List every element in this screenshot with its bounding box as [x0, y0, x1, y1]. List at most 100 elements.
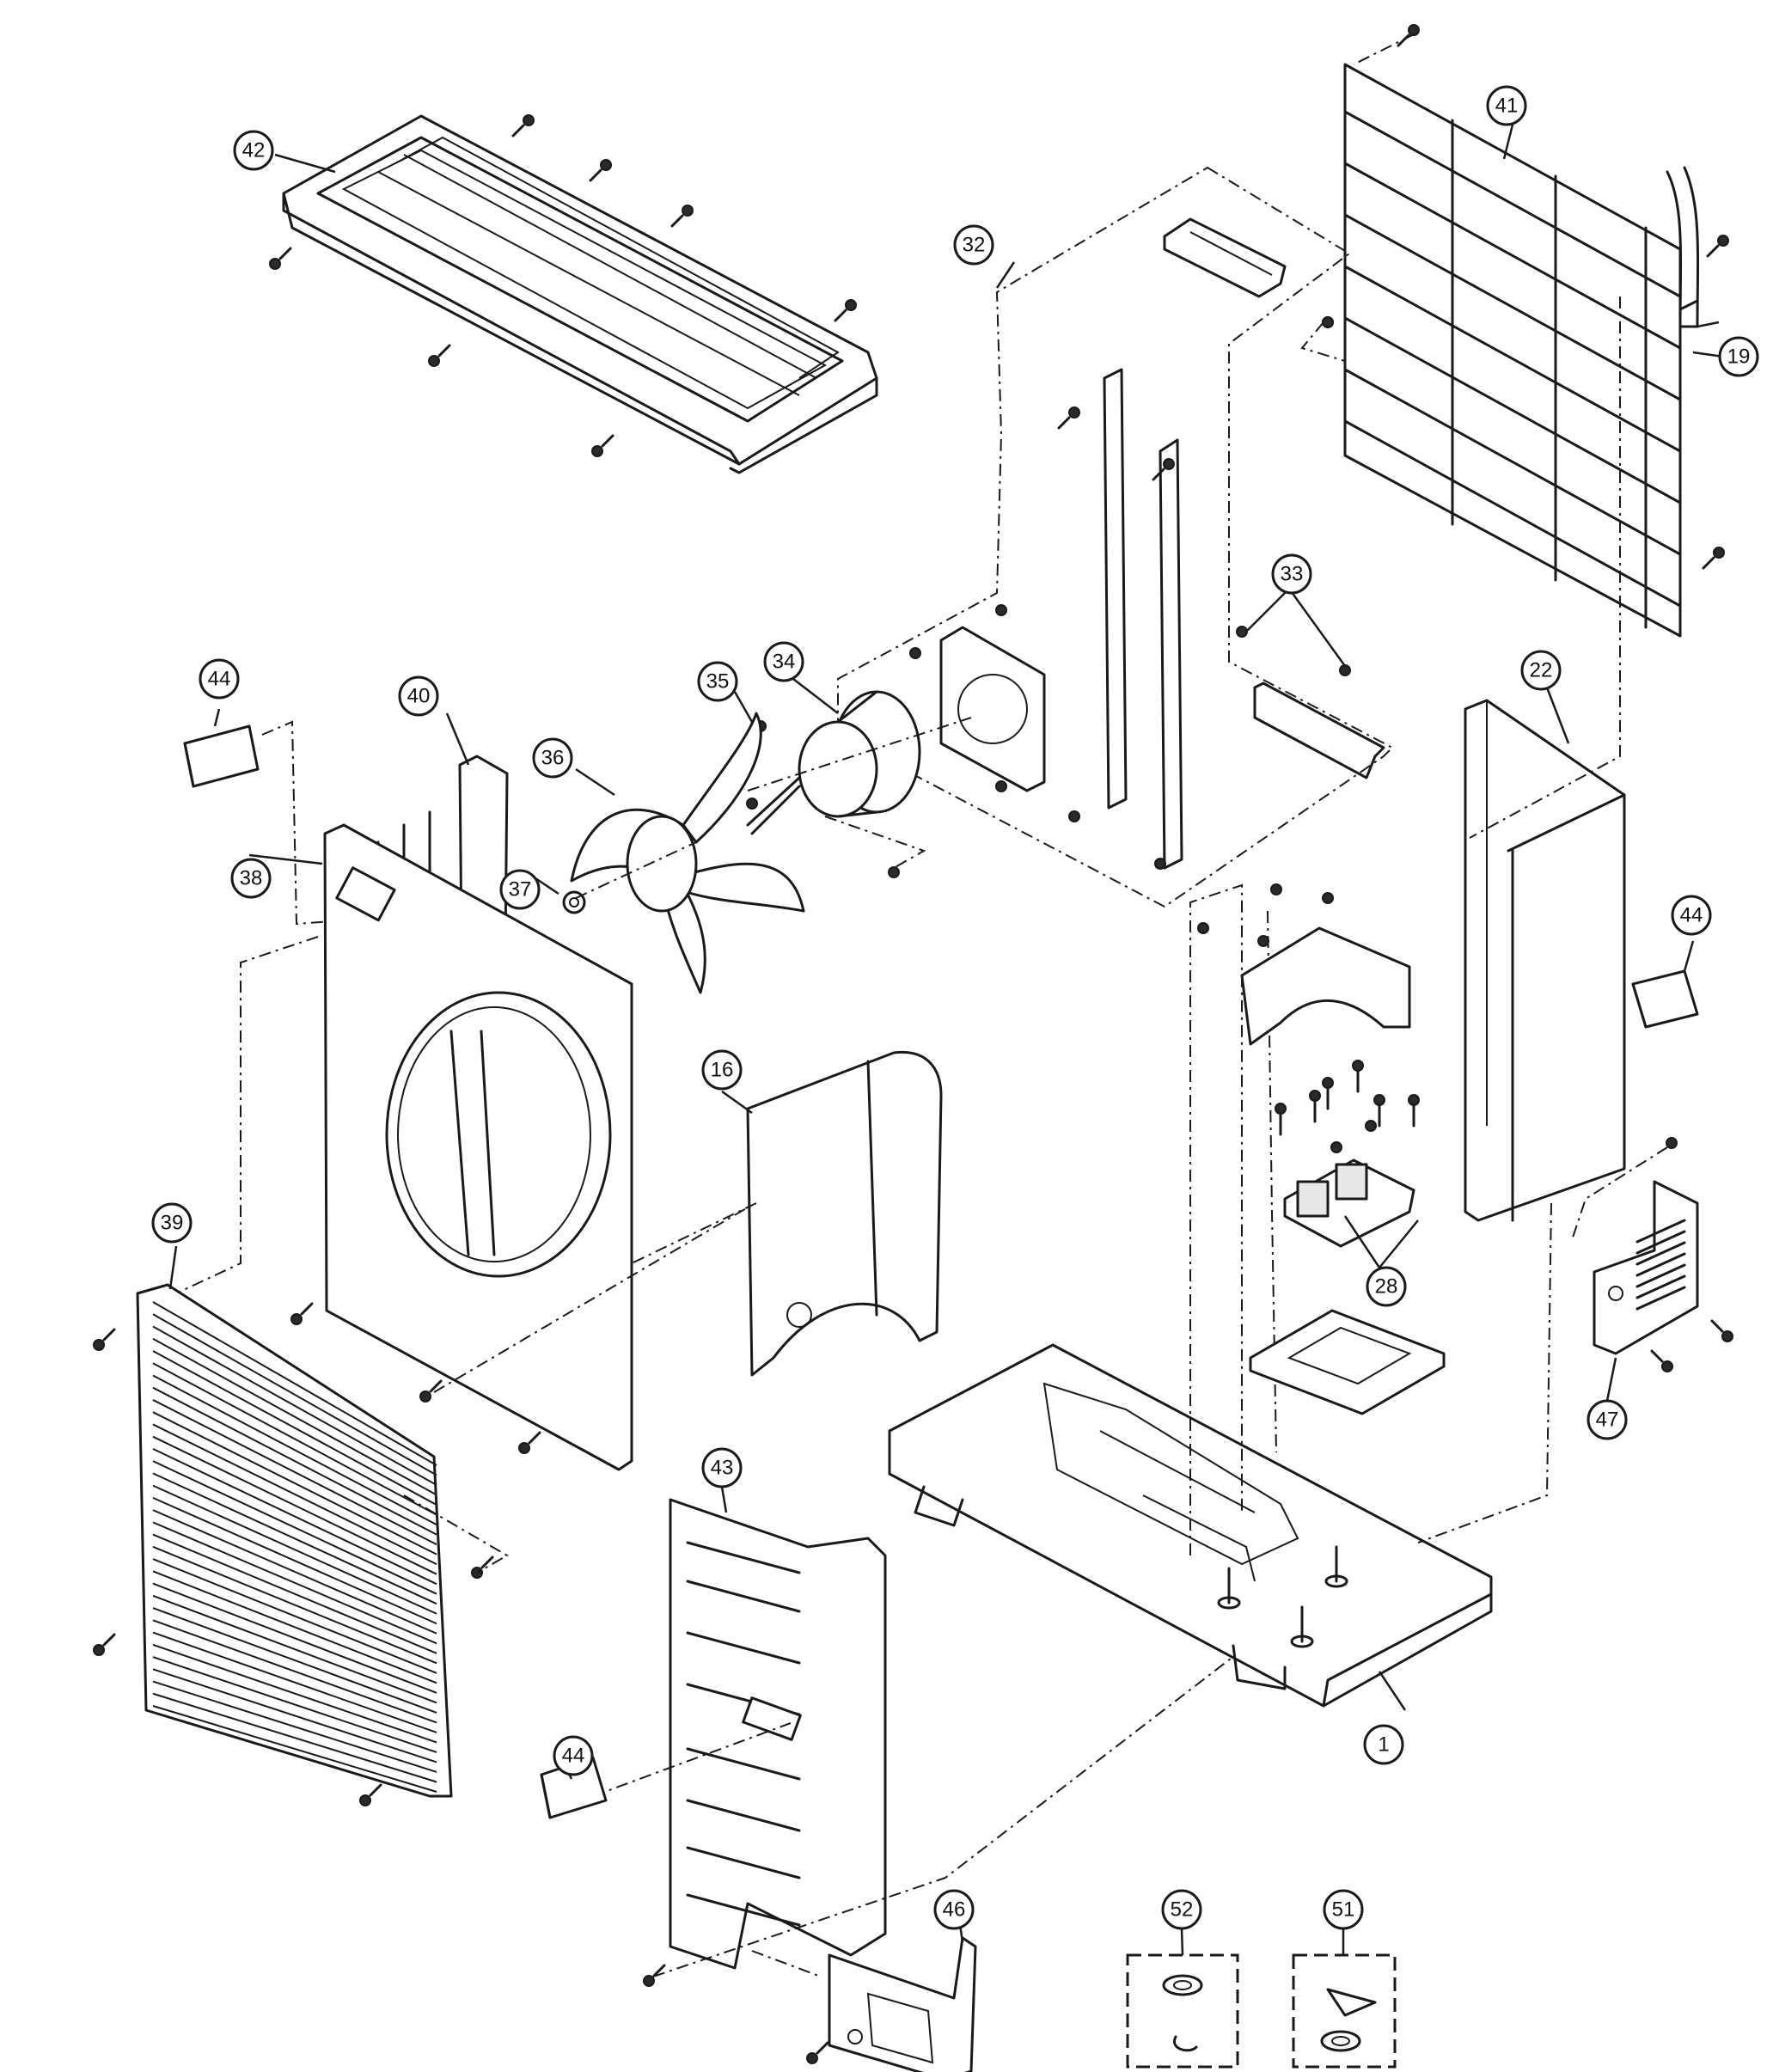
grille-slat: [152, 1680, 437, 1773]
callout-42: 42: [233, 130, 274, 171]
callout-22: 22: [1520, 650, 1562, 691]
callout-51: 51: [1323, 1889, 1364, 1930]
screws-control-box: [1197, 883, 1334, 947]
grille-slat: [152, 1411, 437, 1556]
grille-slat: [152, 1301, 437, 1466]
cap-44-right: [1631, 969, 1699, 1029]
rear-wire-guard-41: [1343, 63, 1700, 638]
grille-slat: [152, 1692, 437, 1783]
panel-louver: [686, 1747, 801, 1781]
front-panel-38: [323, 823, 633, 1471]
svg-text:44: 44: [208, 668, 231, 691]
condenser-22: [1464, 699, 1626, 1222]
grille-slat: [152, 1594, 437, 1704]
service-cover-47: [1593, 1180, 1699, 1355]
svg-text:37: 37: [509, 878, 532, 902]
grille-slat: [152, 1705, 437, 1793]
svg-text:34: 34: [773, 651, 796, 674]
grille-slat: [152, 1668, 437, 1763]
screws-32: [849, 316, 1351, 870]
svg-text:40: 40: [407, 685, 431, 708]
side-panel-43: [669, 1498, 887, 1970]
svg-text:36: 36: [541, 747, 565, 770]
grille-slat: [152, 1313, 437, 1476]
grille-slat: [152, 1643, 437, 1744]
screws-47: [1650, 1137, 1733, 1372]
svg-text:42: 42: [242, 139, 266, 162]
motor-support-32: [939, 217, 1385, 870]
grille-slat: [152, 1460, 437, 1595]
grille-slat: [152, 1337, 437, 1496]
svg-text:28: 28: [1375, 1275, 1398, 1299]
vent-slot: [1635, 1263, 1686, 1288]
callout-44-right: 44: [1671, 895, 1712, 936]
svg-text:1: 1: [1378, 1733, 1389, 1757]
callout-16: 16: [701, 1049, 743, 1091]
grille-slat: [152, 1558, 437, 1674]
callout-39: 39: [151, 1202, 193, 1244]
callout-52: 52: [1161, 1889, 1202, 1930]
callout-43: 43: [701, 1447, 743, 1488]
vent-slot: [1635, 1241, 1686, 1266]
callout-35: 35: [697, 661, 738, 702]
svg-text:52: 52: [1171, 1898, 1194, 1922]
accessory-kit-52: [1126, 1953, 1239, 2069]
grille-slat: [152, 1423, 437, 1566]
panel-louver: [686, 1846, 801, 1879]
vent-slot: [1635, 1230, 1686, 1255]
callout-32: 32: [953, 224, 994, 266]
fan-motor-34: [746, 690, 921, 835]
grille-slat: [152, 1472, 437, 1605]
grille-slat: [152, 1325, 437, 1486]
callout-40: 40: [398, 675, 439, 717]
pcb-tray: [1249, 1309, 1446, 1415]
svg-text:46: 46: [943, 1898, 966, 1922]
vent-slot: [1635, 1219, 1686, 1244]
vent-slot: [1635, 1274, 1686, 1299]
grille-slat: [152, 1362, 437, 1516]
panel-louver: [686, 1541, 801, 1574]
svg-text:22: 22: [1530, 659, 1553, 682]
callout-1: 1: [1363, 1724, 1404, 1765]
svg-text:41: 41: [1495, 95, 1519, 118]
svg-text:38: 38: [240, 867, 263, 890]
svg-text:33: 33: [1281, 563, 1304, 586]
callout-33: 33: [1271, 553, 1312, 595]
screws-top: [269, 114, 857, 457]
propeller-fan-36: [570, 712, 805, 994]
callout-44-upper-left: 44: [199, 658, 240, 700]
grille-slat: [152, 1631, 437, 1733]
screws-28: [1275, 1060, 1420, 1153]
panel-louver: [686, 1580, 801, 1613]
callout-36: 36: [532, 737, 573, 779]
grille-slat: [152, 1399, 437, 1546]
svg-text:47: 47: [1596, 1409, 1619, 1432]
callout-41: 41: [1486, 85, 1527, 126]
screws-43: [643, 1964, 666, 1987]
grille-slat: [152, 1656, 437, 1753]
svg-text:44: 44: [562, 1745, 585, 1768]
panel-louver: [686, 1893, 801, 1927]
callout-28: 28: [1366, 1266, 1407, 1307]
screws-38: [290, 1302, 541, 1454]
grille-slat: [152, 1386, 437, 1536]
front-grille-39: [136, 1283, 453, 1798]
svg-text:44: 44: [1680, 904, 1703, 927]
grille-slat: [152, 1533, 437, 1654]
screws-46: [806, 2041, 829, 2064]
vent-slot: [1635, 1286, 1686, 1311]
cap-44-upper-left: [183, 724, 260, 788]
callout-19: 19: [1718, 336, 1759, 377]
svg-text:19: 19: [1727, 345, 1751, 369]
grille-slat: [152, 1619, 437, 1724]
callout-34: 34: [763, 641, 804, 682]
corner-cover-46: [828, 1936, 977, 2072]
svg-text:39: 39: [161, 1212, 184, 1235]
callout-47: 47: [1587, 1399, 1628, 1440]
grille-slat: [152, 1509, 437, 1635]
callout-46: 46: [933, 1889, 975, 1930]
grille-slat: [152, 1570, 437, 1684]
grille-slat: [152, 1545, 437, 1665]
svg-text:43: 43: [711, 1457, 734, 1480]
